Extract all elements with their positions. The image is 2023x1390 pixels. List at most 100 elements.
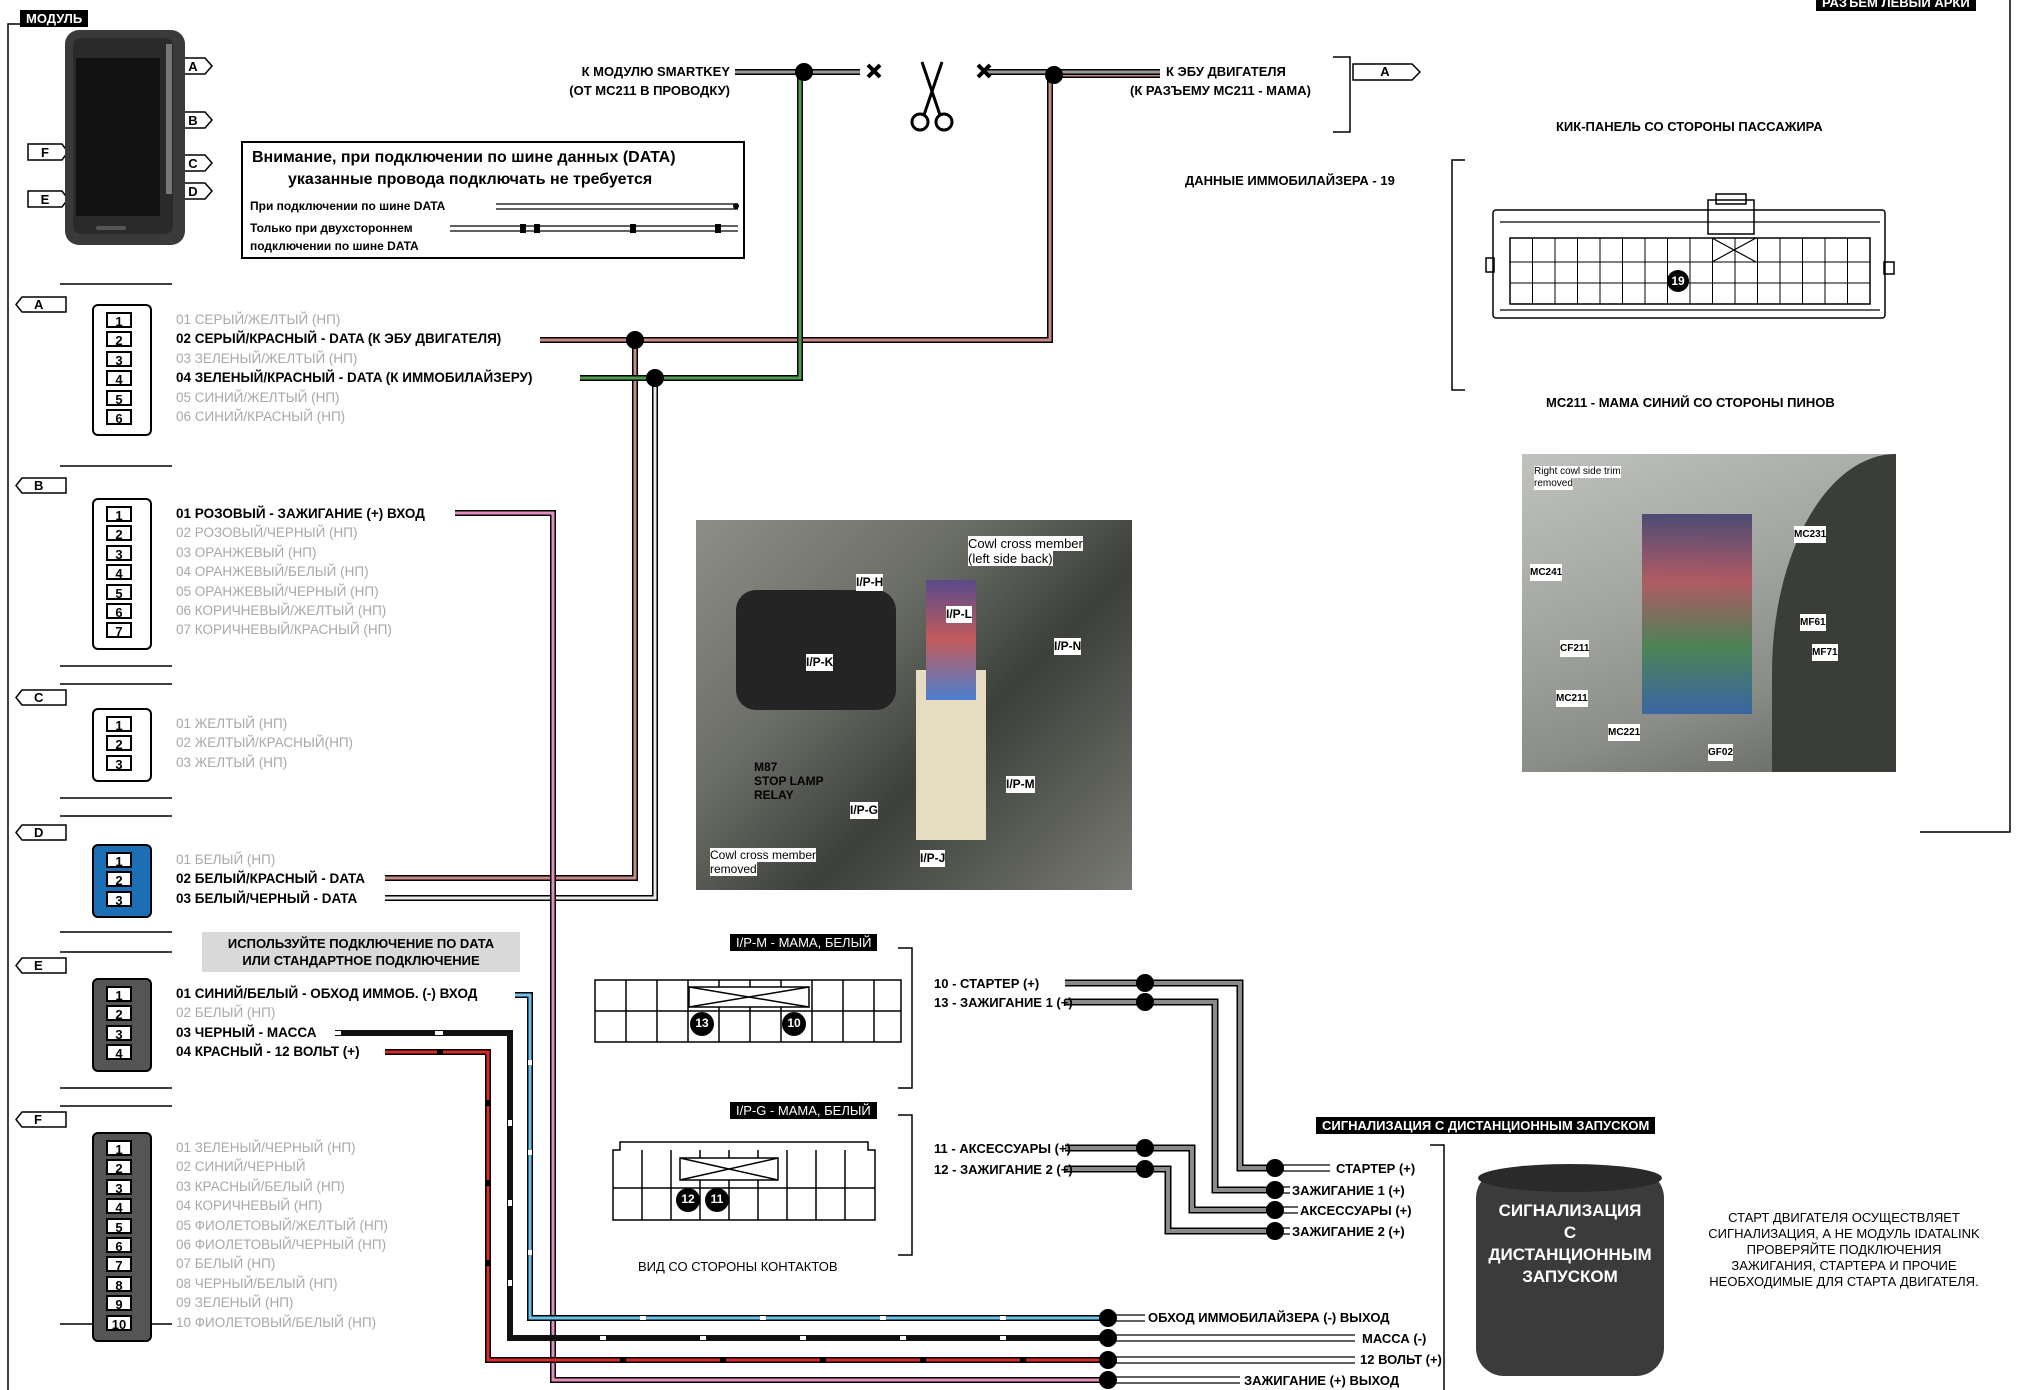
photo1-label-0: Cowl cross member — [968, 536, 1083, 551]
connector-e-pin-4: 4 — [106, 1044, 132, 1061]
connector-b-wire-2: 02 РОЗОВЫЙ/ЧЕРНЫЙ (НП) — [176, 525, 358, 541]
photo1-label-3: I/P-L — [946, 606, 972, 623]
connector-f-wire-2: 02 СИНИЙ/ЧЕРНЫЙ — [176, 1159, 306, 1175]
connector-b-wire-3: 03 ОРАНЖЕВЫЙ (НП) — [176, 544, 317, 560]
wire-blue — [515, 992, 1105, 1321]
connector-f-pin-6: 6 — [106, 1237, 132, 1254]
remote-device-line2: С — [1563, 1223, 1577, 1242]
data-note-line2: ИЛИ СТАНДАРТНОЕ ПОДКЛЮЧЕНИЕ — [242, 953, 480, 968]
ipm-wire-10: 10 - СТАРТЕР (+) — [934, 976, 1040, 991]
remote-device-line4: ЗАПУСКОМ — [1522, 1267, 1618, 1286]
photo1-label-13: removed — [710, 862, 757, 876]
remote-note-line4: ЗАЖИГАНИЯ, СТАРТЕРА И ПРОЧИЕ — [1731, 1258, 1957, 1273]
module-label: МОДУЛЬ — [20, 10, 89, 27]
connector-f-pin-4: 4 — [106, 1198, 132, 1215]
smartkey-label-line1: К МОДУЛЮ SMARTKEY — [581, 64, 730, 79]
section-tab-outlines — [15, 63, 1422, 1128]
connector-f-wire-10: 10 ФИОЛЕТОВЫЙ/БЕЛЫЙ (НП) — [176, 1314, 377, 1330]
remote-note-line5: НЕОБХОДИМЫЕ ДЛЯ СТАРТА ДВИГАТЕЛЯ. — [1709, 1274, 1979, 1289]
connector-f-wire-3: 03 КРАСНЫЙ/БЕЛЫЙ (НП) — [176, 1178, 345, 1194]
connector-b-pin-3: 3 — [106, 544, 132, 562]
connector-f-wire-6: 06 ФИОЛЕТОВЫЙ/ЧЕРНЫЙ (НП) — [176, 1237, 387, 1252]
module-tab-c: C — [188, 156, 198, 171]
remote-note-line1: СТАРТ ДВИГАТЕЛЯ ОСУЩЕСТВЛЯЕТ — [1728, 1210, 1960, 1225]
notice-row-1: При подключении по шине DATA — [250, 199, 446, 213]
connector-b-tab: B — [34, 478, 44, 493]
remote-output-starter: СТАРТЕР (+) — [1336, 1161, 1416, 1176]
photo1-label-11: I/P-J — [920, 850, 946, 867]
dash-photo-wires — [926, 580, 976, 700]
ipg-pin-12: 12 — [681, 1192, 695, 1206]
wire-gray-remote — [1065, 979, 1275, 1235]
photo1-label-12: Cowl cross member — [710, 848, 817, 862]
connector-f-wire-9: 09 ЗЕЛЕНЫЙ (НП) — [176, 1295, 294, 1311]
module-tab-f: F — [41, 145, 49, 160]
remote-output-acc: АКСЕССУАРЫ (+) — [1300, 1203, 1412, 1218]
connector-f-wire-8: 08 ЧЕРНЫЙ/БЕЛЫЙ (НП) — [176, 1275, 338, 1291]
photo2-label-2: MC231 — [1794, 526, 1827, 543]
connector-b-wire-1: 01 РОЗОВЫЙ - ЗАЖИГАНИЕ (+) ВХОД — [176, 506, 425, 521]
photo1-label-6: M87 — [754, 760, 778, 774]
connector-a-wire-3: 03 ЗЕЛЕНЫЙ/ЖЕЛТЫЙ (НП) — [176, 350, 358, 366]
connector-b-wire-6: 06 КОРИЧНЕВЫЙ/ЖЕЛТЫЙ (НП) — [176, 603, 387, 618]
remote-note-line3: ПРОВЕРЯЙТЕ ПОДКЛЮЧЕНИЯ — [1746, 1242, 1942, 1257]
connector-d-wire-1: 01 БЕЛЫЙ (НП) — [176, 852, 276, 867]
dash-photo-harness — [736, 590, 896, 710]
photo1-label-2: I/P-H — [856, 574, 884, 591]
notice-marks — [520, 203, 739, 233]
connector-a-wire-4: 04 ЗЕЛЕНЫЙ/КРАСНЫЙ - DATA (К ИММОБИЛАЙЗЕ… — [176, 370, 533, 386]
connector-f-pin-1: 1 — [106, 1140, 132, 1157]
connector-e-wire-4: 04 КРАСНЫЙ - 12 ВОЛЬТ (+) — [176, 1044, 360, 1060]
connector-b-pin-5: 5 — [106, 583, 132, 601]
connector-b-pin-2: 2 — [106, 525, 132, 542]
ipm-pin-13: 13 — [695, 1016, 709, 1030]
ipg-pin-11-marker: 11 — [705, 1188, 729, 1212]
wire-black — [335, 1030, 1105, 1341]
connector-b-wire-4: 04 ОРАНЖЕВЫЙ/БЕЛЫЙ (НП) — [176, 564, 369, 580]
connector-a-pin-1: 1 — [106, 312, 132, 329]
kick-photo-wires — [1642, 514, 1752, 714]
connector-f-wire-7: 07 БЕЛЫЙ (НП) — [176, 1256, 276, 1272]
connector-e-wire-3: 03 ЧЕРНЫЙ - МАССА — [176, 1024, 317, 1040]
connector-a-pin-5: 5 — [106, 389, 132, 407]
connector-f-wire-5: 05 ФИОЛЕТОВЫЙ/ЖЕЛТЫЙ (НП) — [176, 1217, 388, 1233]
photo1-label-9: I/P-G — [850, 802, 879, 819]
connector-a-wire-1: 01 СЕРЫЙ/ЖЕЛТЫЙ (НП) — [176, 312, 341, 327]
photo2-label-0: Right cowl side trim — [1534, 466, 1621, 478]
connector-a-pin-2: 2 — [106, 331, 132, 348]
wire-stripes-red — [437, 1050, 1026, 1362]
ipg-pin-11: 11 — [710, 1192, 724, 1206]
connector-e-wire-1: 01 СИНИЙ/БЕЛЫЙ - ОБХОД ИММОБ. (-) ВХОД — [176, 986, 478, 1001]
connector-c-housing: 1 2 3 — [92, 708, 152, 783]
kick-grid — [1509, 238, 1871, 304]
immo-data-label: ДАННЫЕ ИММОБИЛАЙЗЕРА - 19 — [1185, 173, 1395, 188]
data-note-line1: ИСПОЛЬЗУЙТЕ ПОДКЛЮЧЕНИЕ ПО DATA — [227, 936, 495, 951]
connector-c-pin-3: 3 — [106, 754, 132, 772]
ipg-pin-12-marker: 12 — [676, 1188, 700, 1212]
ipm-connector — [594, 979, 902, 1043]
connector-f-pin-3: 3 — [106, 1178, 132, 1196]
connector-e-pin-2: 2 — [106, 1005, 132, 1022]
connector-c-pin-2: 2 — [106, 735, 132, 752]
notice-title-1: Внимание, при подключении по шине данных… — [252, 149, 676, 166]
wire-stripes — [335, 1031, 1006, 1340]
kick-panel-caption: MC211 - МАМА СИНИЙ СО СТОРОНЫ ПИНОВ — [1546, 395, 1835, 410]
photo2-label-3: MC241 — [1530, 564, 1563, 581]
connector-c-tab: C — [34, 690, 44, 705]
smartkey-label-line2: (ОТ MC211 В ПРОВОДКУ) — [569, 83, 730, 98]
module-device — [65, 30, 185, 245]
remote-output-ign2: ЗАЖИГАНИЕ 2 (+) — [1292, 1224, 1405, 1239]
connector-f-wire-1: 01 ЗЕЛЕНЫЙ/ЧЕРНЫЙ (НП) — [176, 1140, 356, 1155]
connector-c-pin-1: 1 — [106, 716, 132, 733]
connector-a-wire-2: 02 СЕРЫЙ/КРАСНЫЙ - DATA (К ЭБУ ДВИГАТЕЛЯ… — [176, 331, 502, 347]
connector-f-pin-8: 8 — [106, 1275, 132, 1293]
photo2-label-9: GF02 — [1708, 744, 1734, 761]
connector-d-pin-1: 1 — [106, 852, 132, 869]
connector-e-wire-2: 02 БЕЛЫЙ (НП) — [176, 1005, 276, 1021]
connector-f-wire-4: 04 КОРИЧНЕВЫЙ (НП) — [176, 1198, 323, 1214]
ipm-pin-10-marker: 10 — [782, 1012, 806, 1036]
